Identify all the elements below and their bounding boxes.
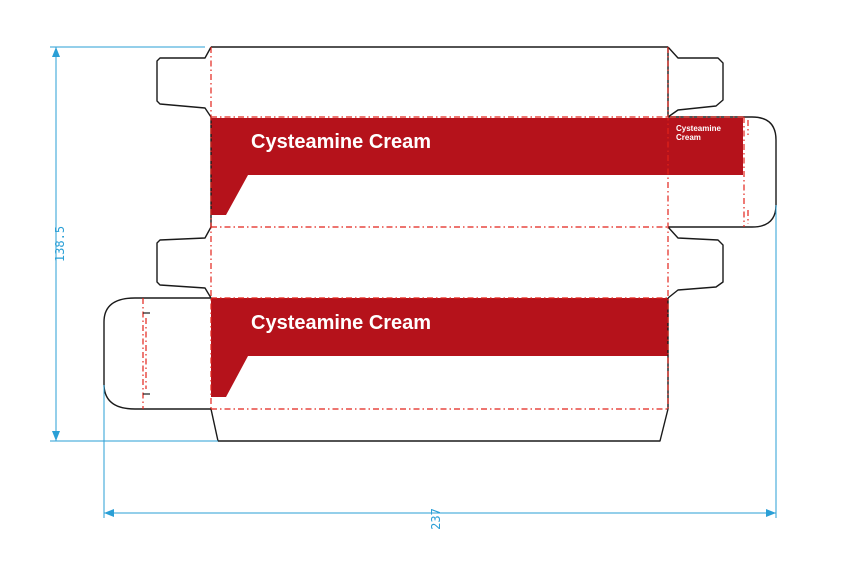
tuck-notches [143, 312, 150, 395]
cut-lines [103, 46, 777, 442]
back-product-name: Cysteamine Cream [251, 312, 431, 334]
back-red-band [211, 298, 668, 397]
front-red-band [211, 118, 668, 215]
side-product-name-line2: Cream [676, 133, 701, 142]
tuck-flap-left [103, 297, 211, 410]
side-product-name-line1: Cysteamine [676, 124, 721, 133]
dust-flap-top-right [667, 46, 724, 118]
glue-flap-bottom [210, 408, 669, 442]
print-areas [211, 118, 743, 397]
dimension-lines [50, 46, 777, 518]
dust-flap-mid-right [667, 226, 724, 299]
front-product-name: Cysteamine Cream [251, 131, 431, 153]
arrow-top [52, 47, 60, 57]
arrow-left [104, 509, 114, 517]
tuck-flap-right [668, 116, 777, 228]
width-dimension-label: 237 [429, 508, 443, 530]
fold-lines [142, 47, 749, 410]
dust-flap-top-left [156, 46, 212, 118]
side-red-band [668, 118, 743, 175]
dust-flap-mid-left [156, 226, 212, 299]
dimension-arrows [52, 47, 776, 517]
arrow-right [766, 509, 776, 517]
height-dimension-label: 138.5 [53, 226, 67, 262]
arrow-bottom [52, 431, 60, 441]
